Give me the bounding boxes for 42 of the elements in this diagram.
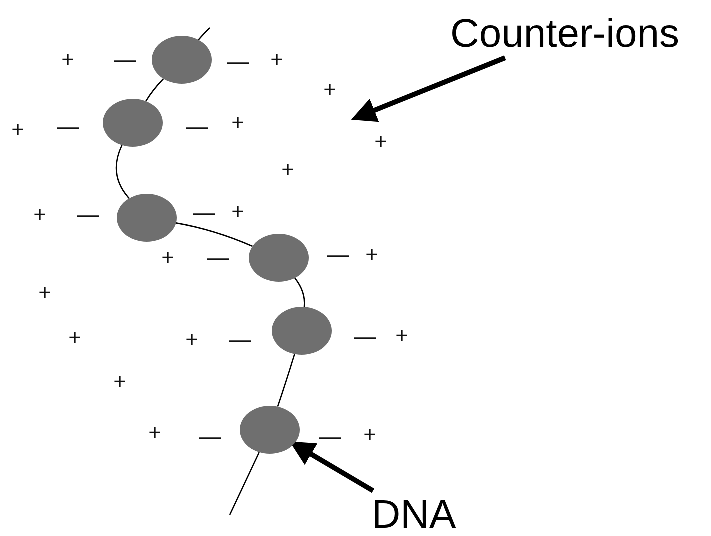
charge-sign: + xyxy=(34,204,46,226)
charge-sign: — xyxy=(199,426,221,448)
charge-sign: — xyxy=(186,116,208,138)
nucleotide-bead xyxy=(240,406,300,454)
charge-sign: + xyxy=(114,371,126,393)
charge-sign: + xyxy=(270,49,284,71)
charge-sign: + xyxy=(62,49,74,71)
charge-sign: — xyxy=(193,202,215,224)
charge-sign: — xyxy=(77,204,99,226)
charge-sign: — xyxy=(57,116,79,138)
charge-sign: + xyxy=(232,112,244,134)
backbone-line xyxy=(176,222,253,248)
nucleotide-bead xyxy=(249,234,309,282)
charge-sign: + xyxy=(364,424,376,446)
charge-sign: + xyxy=(38,282,52,304)
charge-sign: + xyxy=(374,131,388,153)
callout-label: Counter-ions xyxy=(450,12,680,56)
backbone-line xyxy=(116,145,130,200)
backbone-line xyxy=(229,452,260,516)
charge-sign: — xyxy=(114,49,136,71)
arrow xyxy=(351,56,506,122)
charge-sign: + xyxy=(282,159,294,181)
charge-sign: — xyxy=(319,426,341,448)
backbone-line xyxy=(198,28,210,41)
backbone-line xyxy=(277,354,296,407)
charge-sign: + xyxy=(68,327,82,349)
charge-sign: + xyxy=(162,247,174,269)
charge-sign: + xyxy=(148,422,162,444)
charge-sign: + xyxy=(366,244,378,266)
charge-sign: — xyxy=(327,244,349,266)
charge-sign: — xyxy=(229,329,251,351)
charge-sign: — xyxy=(207,247,229,269)
charge-sign: + xyxy=(12,119,24,141)
backbone-line xyxy=(294,278,306,308)
charge-sign: + xyxy=(324,79,336,101)
callout-label: DNA xyxy=(372,493,456,536)
charge-sign: + xyxy=(396,325,408,347)
charge-sign: + xyxy=(232,201,244,223)
charge-sign: — xyxy=(354,326,376,348)
backbone-line xyxy=(146,78,164,102)
charge-sign: — xyxy=(227,51,249,73)
charge-sign: + xyxy=(186,329,198,351)
